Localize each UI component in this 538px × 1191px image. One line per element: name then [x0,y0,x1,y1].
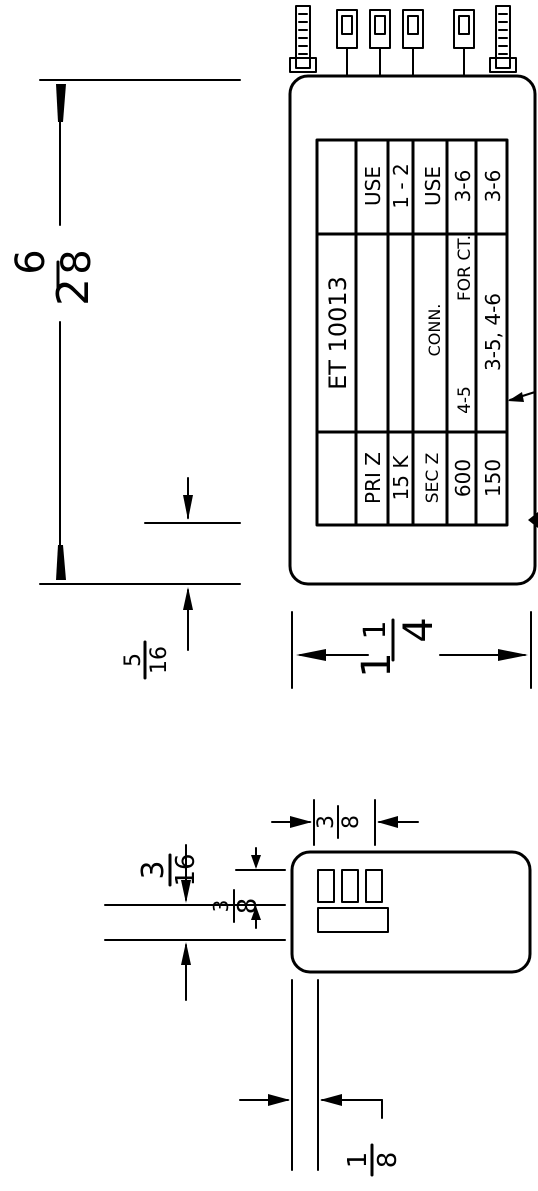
bottom-num: 1 [343,1152,373,1169]
bottom-view: 3 8 3 16 3 8 [104,799,532,1177]
leader-arrow-mid [508,391,536,402]
height-dimension [39,79,241,585]
top-offset-dimension [271,799,419,846]
side-a-label: 3 16 [136,853,201,886]
offset-num: 5 [121,653,146,667]
height-num: 6 [8,249,54,274]
pri-value: 15 K [389,455,413,501]
for-ct-label: FOR CT. [455,235,475,301]
side-a-den: 16 [171,853,201,886]
pri-label: PRI Z [361,452,385,504]
terminal-screw-left [289,5,317,73]
terminal-screw-right [489,5,517,73]
label-table [315,138,509,527]
bottom-den: 8 [373,1152,403,1169]
bottom-label: 1 8 [343,1143,403,1177]
sec-label: SEC Z [423,453,443,503]
side-dimensions [104,844,286,1001]
sec-use-2: 3-6 [481,170,505,203]
width-num: 1 [358,620,393,639]
width-dimension [291,611,532,689]
offset-label: 5 16 [121,640,172,680]
terminal-lug-3 [402,9,424,77]
part-number: ET 10013 [324,276,352,390]
offset-dimension [144,477,241,651]
end-view-body [290,850,532,974]
sec-use-1: 3-6 [451,170,475,203]
width-den: 4 [396,617,442,642]
sec-use-label: USE [421,166,445,206]
side-a-num: 3 [136,860,171,879]
top-view: ET 10013 PRI Z 15 K USE 1 - 2 SEC Z 600 … [8,5,538,689]
pri-use-value: 1 - 2 [389,163,413,208]
top-offset-den: 8 [339,815,364,829]
sec-value-2: 150 [481,459,505,497]
end-view-terminals [317,869,389,933]
bottom-dimension [239,979,383,1171]
offset-den: 16 [147,646,172,674]
transformer-body [288,74,537,586]
conn-label: CONN. [425,304,444,357]
terminal-lug-1 [336,9,358,77]
side-b-num: 3 [209,900,233,913]
height-label: 2 6 8 [8,249,100,306]
pri-use-label: USE [361,166,385,206]
conn-2: 3-5, 4-6 [481,293,505,371]
top-offset-label: 3 8 [314,805,364,839]
height-whole: 2 [48,278,99,306]
conn-1: 4-5 [455,386,475,414]
width-label: 1 1 4 [354,617,442,677]
side-b-den: 8 [233,898,263,915]
terminal-lug-2 [369,9,391,77]
height-den: 8 [54,249,100,274]
top-offset-num: 3 [314,815,339,829]
side-b-label: 3 8 [209,889,263,923]
label-table-text: ET 10013 PRI Z 15 K USE 1 - 2 SEC Z 600 … [324,163,505,504]
sec-value-1: 600 [451,459,475,497]
leader-arrow-low [528,512,538,528]
terminal-lug-4 [453,9,475,77]
